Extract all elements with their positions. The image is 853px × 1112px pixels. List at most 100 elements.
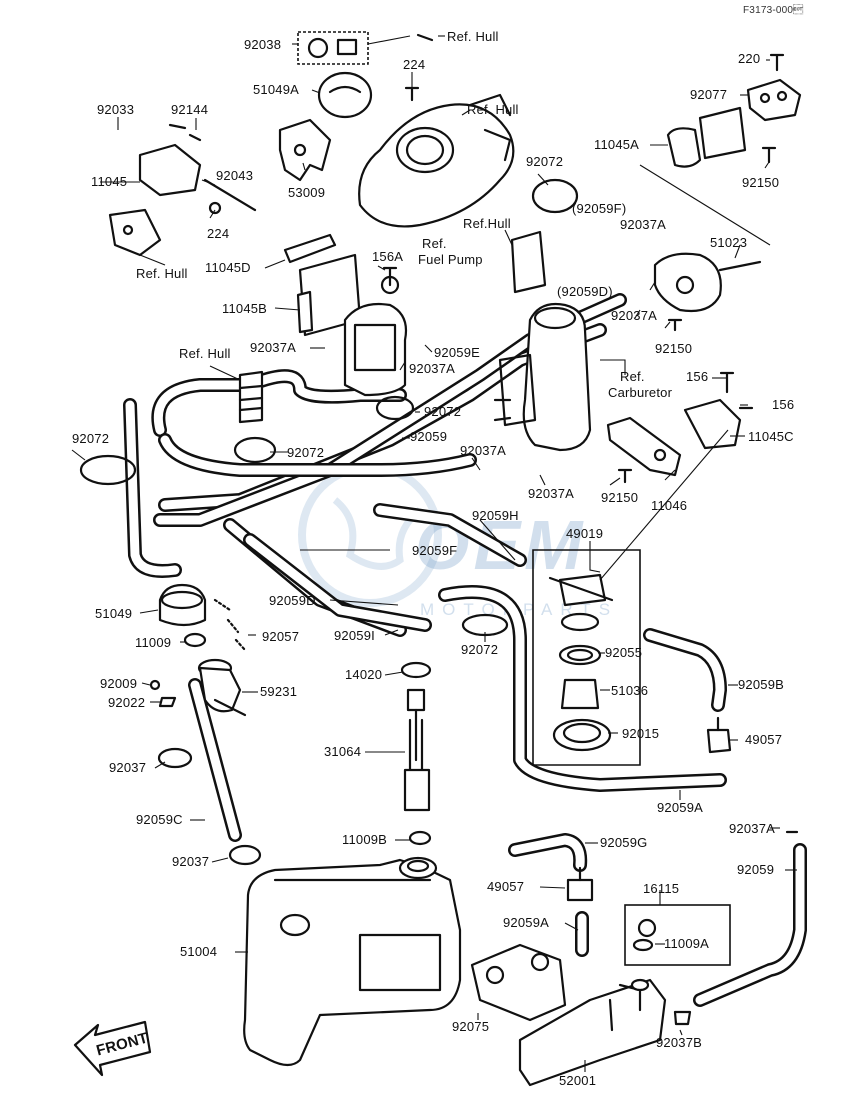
part-label: 53009 [288,185,326,200]
part-label: 51049A [253,82,300,97]
part-label: 92150 [601,490,639,505]
part-label: 92059D [269,593,316,608]
part-label: 92037A [409,361,456,376]
part-label: 92077 [690,87,728,102]
part-label: 31064 [324,744,362,759]
leader-lines [71,35,797,1072]
bracket-11045C-11046 [606,398,742,477]
part-label: 92043 [216,168,254,183]
part-label: 11045A [594,137,640,152]
washer-11009B-part [408,830,432,846]
clamp-92072-left [79,454,137,486]
part-label: Fuel Pump [418,252,483,267]
carburetor-part [493,302,592,452]
part-label: 92055 [605,645,643,660]
part-label: 92059 [737,862,775,877]
part-label: 16115 [643,881,680,896]
part-label: 92072 [526,154,564,169]
fuel-hoses [123,293,807,1007]
bracket-92075-part [470,943,567,1022]
part-label: 92059B [738,677,785,692]
part-label: 11045 [91,174,128,189]
check-valve-49057-b [566,866,594,902]
part-label: 92037A [611,308,658,323]
part-label: 92022 [108,695,146,710]
part-label: 51004 [180,944,218,959]
part-label: Ref. Hull [467,102,519,117]
part-label: 92059A [657,800,704,815]
part-label: 11009B [342,832,388,847]
part-label: 92037A [528,486,575,501]
fuel-tank-51004-part [243,856,462,1067]
part-label: Ref. [422,236,447,251]
part-label: 59231 [260,684,298,699]
part-label: 92037A [460,443,507,458]
part-label: 11009A [664,936,710,951]
part-label: 92072 [461,642,499,657]
part-label: 92059E [434,345,481,360]
part-label: Ref. Hull [136,266,188,281]
part-label: 92015 [622,726,660,741]
part-label: (92059D) [557,284,613,299]
part-label: 92037 [109,760,147,775]
part-label: Carburetor [608,385,673,400]
watermark-globe-icon [298,463,442,607]
part-label: 11045D [205,260,251,275]
part-label: 224 [403,57,426,72]
part-label: 156 [686,369,709,384]
part-label: 11046 [651,498,688,513]
part-label: 220 [738,51,761,66]
part-label: Ref.Hull [463,216,511,231]
plate-92077-part [746,78,802,122]
box-92038 [297,31,369,65]
part-label: (92059F) [572,201,627,216]
part-label: 92075 [452,1019,490,1034]
part-label: 92059I [334,628,375,643]
part-label: 11009 [135,635,172,650]
part-label: 92059C [136,812,183,827]
cap-51049-part [158,583,247,652]
hull-block-part [238,230,547,424]
bolts [382,33,799,834]
part-label: Ref. Hull [179,346,231,361]
part-label: 92037A [620,217,667,232]
box-16115 [624,904,731,966]
part-label: 92037 [172,854,210,869]
part-label: 92009 [100,676,138,691]
check-valve-49057-a [706,716,732,754]
part-label: 92150 [742,175,780,190]
part-label: 92037B [656,1035,703,1050]
part-label: 11045B [222,301,268,316]
sender-31064-part [400,661,432,812]
clamp-92072-mid [233,436,277,464]
part-label: 92072 [424,404,462,419]
part-label: 92033 [97,102,135,117]
part-label: 92057 [262,629,300,644]
pump-51023-part [653,252,762,313]
part-label: 49057 [745,732,783,747]
bracket-11045-part [108,123,257,257]
filter-box-49019 [532,549,641,766]
part-label: 51023 [710,235,748,250]
clamp-92037-b [228,844,262,866]
part-label: 92037A [250,340,297,355]
part-label: 92059H [472,508,519,523]
part-label: Ref. [620,369,645,384]
clamp-92037-a [157,747,193,769]
part-label: 156 [772,397,795,412]
part-label: 14020 [345,667,383,682]
part-label: 92072 [287,445,325,460]
part-label: 92059F [412,543,458,558]
part-label: 51036 [611,683,649,698]
flange-11045A-part [666,106,747,168]
cap-51049A-part [317,71,373,119]
plates-11045D-11045B [283,233,362,337]
tank-52001-part [518,978,667,1087]
part-label: 92038 [244,37,282,52]
part-label: 49057 [487,879,525,894]
clamp-92072-top [531,178,579,214]
bracket-53009-part [278,118,332,182]
part-label: 92150 [655,341,693,356]
